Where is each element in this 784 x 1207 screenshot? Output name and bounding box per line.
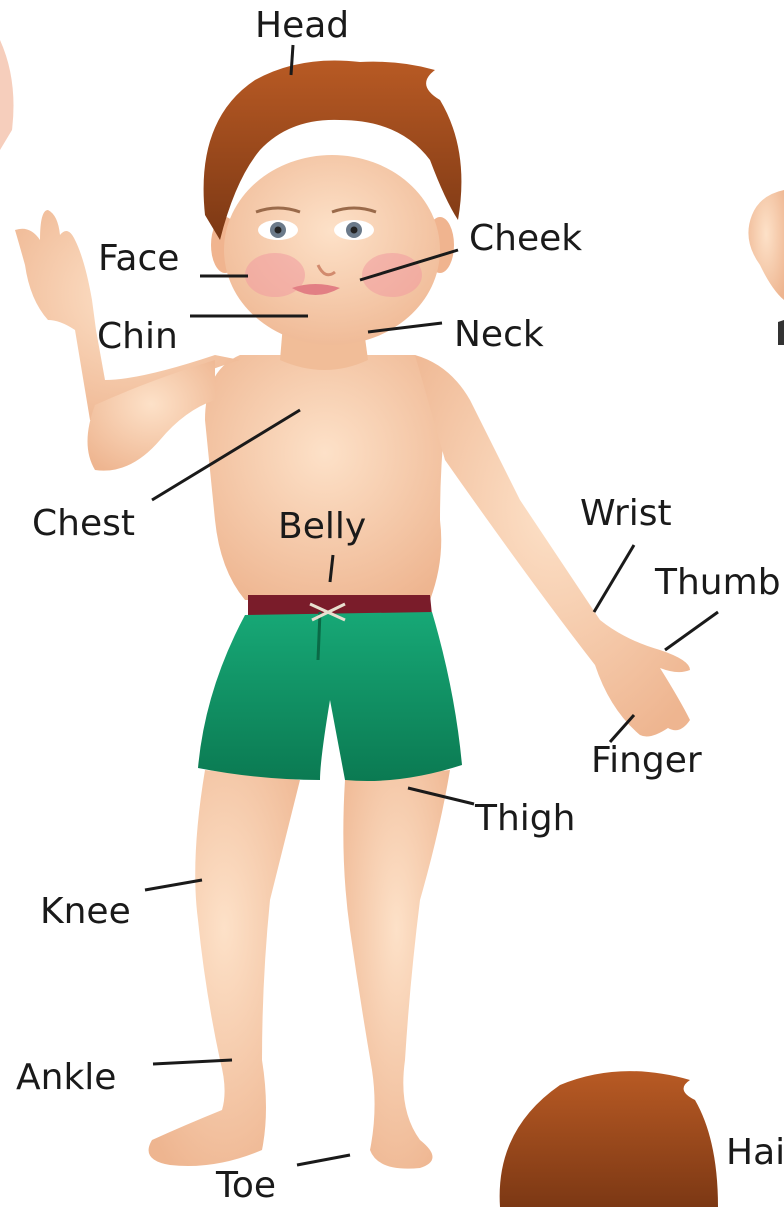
label-chest: Chest xyxy=(32,506,135,542)
label-finger: Finger xyxy=(591,743,702,779)
left-edge-fragment xyxy=(0,40,14,150)
label-belly: Belly xyxy=(278,509,366,545)
label-toe: Toe xyxy=(216,1168,276,1204)
label-head: Head xyxy=(255,8,349,44)
hair-piece-illustration xyxy=(500,1071,718,1207)
right-hand-fragment xyxy=(748,190,784,345)
line-head xyxy=(291,45,293,75)
label-knee: Knee xyxy=(40,894,131,930)
label-thumb: Thumb xyxy=(655,565,781,601)
label-face: Face xyxy=(98,241,179,277)
line-ankle xyxy=(153,1060,232,1064)
label-thigh: Thigh xyxy=(475,801,575,837)
label-cheek: Cheek xyxy=(469,221,582,257)
label-chin: Chin xyxy=(97,319,178,355)
boy-figure-illustration xyxy=(15,60,690,1168)
label-neck: Neck xyxy=(454,317,544,353)
label-ankle: Ankle xyxy=(16,1060,116,1096)
line-wrist xyxy=(594,545,634,612)
line-finger xyxy=(610,715,634,742)
line-toe xyxy=(297,1155,350,1165)
label-wrist: Wrist xyxy=(580,496,672,532)
line-knee xyxy=(145,880,202,890)
label-hair: Hai xyxy=(726,1135,784,1171)
line-thumb xyxy=(665,612,718,650)
